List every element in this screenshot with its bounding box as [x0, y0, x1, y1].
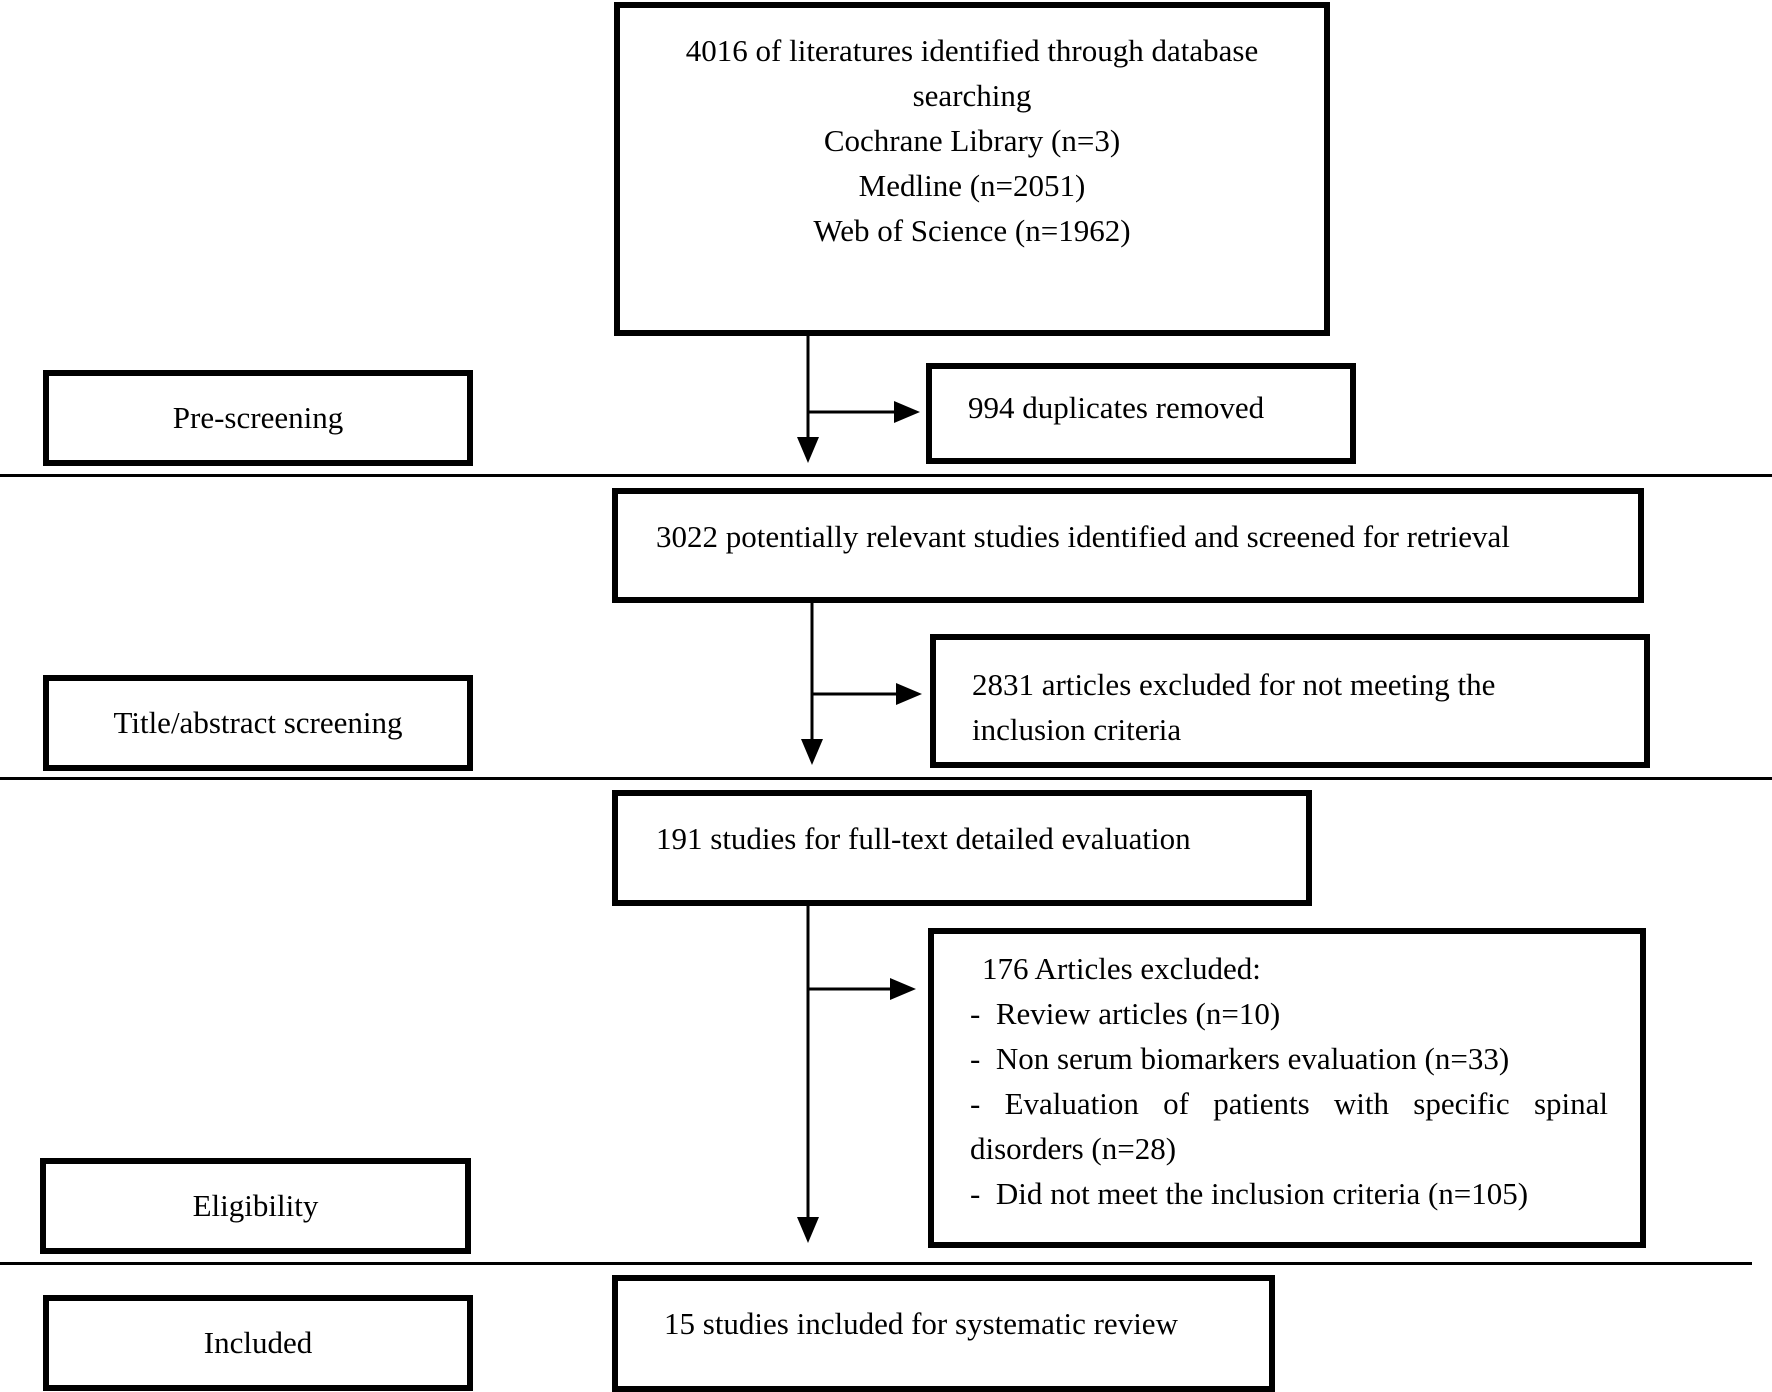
arrowhead-right-duplicates — [894, 401, 920, 423]
stage-included-label: Included — [203, 1324, 313, 1360]
divider-prescreening — [0, 474, 1772, 477]
arrowhead-down-3 — [797, 1217, 819, 1243]
stage-eligibility-label: Eligibility — [192, 1187, 319, 1223]
title-exclusion-line-2: inclusion criteria — [972, 712, 1182, 747]
stage-title-abstract-screening: Title/abstract screening — [43, 675, 473, 771]
fulltext-exclusion-item-2: - Non serum biomarkers evaluation (n=33) — [970, 1041, 1510, 1076]
fulltext-exclusion-item-3: - Evaluation of patients with specific s… — [970, 1086, 1608, 1166]
divider-eligibility — [0, 1262, 1752, 1265]
duplicates-box: 994 duplicates removed — [926, 363, 1356, 464]
fulltext-exclusion-box: 176 Articles excluded: - Review articles… — [928, 928, 1646, 1248]
identification-line-2: searching — [912, 78, 1032, 113]
fulltext-exclusion-item-1: - Review articles (n=10) — [970, 996, 1281, 1031]
stage-pre-screening: Pre-screening — [43, 370, 473, 466]
title-exclusion-box: 2831 articles excluded for not meeting t… — [930, 634, 1650, 768]
stage-title-abstract-label: Title/abstract screening — [113, 704, 403, 740]
stage-pre-screening-label: Pre-screening — [172, 399, 344, 435]
fulltext-box: 191 studies for full-text detailed evalu… — [612, 790, 1312, 906]
fulltext-exclusion-item-4: - Did not meet the inclusion criteria (n… — [970, 1176, 1529, 1211]
included-text: 15 studies included for systematic revie… — [664, 1306, 1178, 1341]
identification-box: 4016 of literatures identified through d… — [614, 2, 1330, 336]
screened-box: 3022 potentially relevant studies identi… — [612, 488, 1644, 603]
included-box: 15 studies included for systematic revie… — [612, 1275, 1275, 1392]
arrowhead-right-fulltext-exclusion — [890, 978, 916, 1000]
duplicates-text: 994 duplicates removed — [968, 390, 1265, 425]
identification-line-4: Medline (n=2051) — [858, 168, 1086, 203]
divider-title-abstract — [0, 777, 1772, 780]
stage-included: Included — [43, 1295, 473, 1391]
title-exclusion-line-1: 2831 articles excluded for not meeting t… — [972, 667, 1496, 702]
identification-line-3: Cochrane Library (n=3) — [823, 123, 1121, 158]
stage-eligibility: Eligibility — [40, 1158, 471, 1254]
identification-line-1: 4016 of literatures identified through d… — [685, 33, 1259, 68]
screened-text: 3022 potentially relevant studies identi… — [656, 519, 1510, 554]
arrowhead-down-2 — [801, 739, 823, 765]
fulltext-exclusion-heading: 176 Articles excluded: — [982, 951, 1261, 986]
arrowhead-down-1 — [797, 437, 819, 463]
identification-line-5: Web of Science (n=1962) — [813, 213, 1131, 248]
fulltext-text: 191 studies for full-text detailed evalu… — [656, 821, 1191, 856]
arrowhead-right-title-exclusion — [896, 683, 922, 705]
